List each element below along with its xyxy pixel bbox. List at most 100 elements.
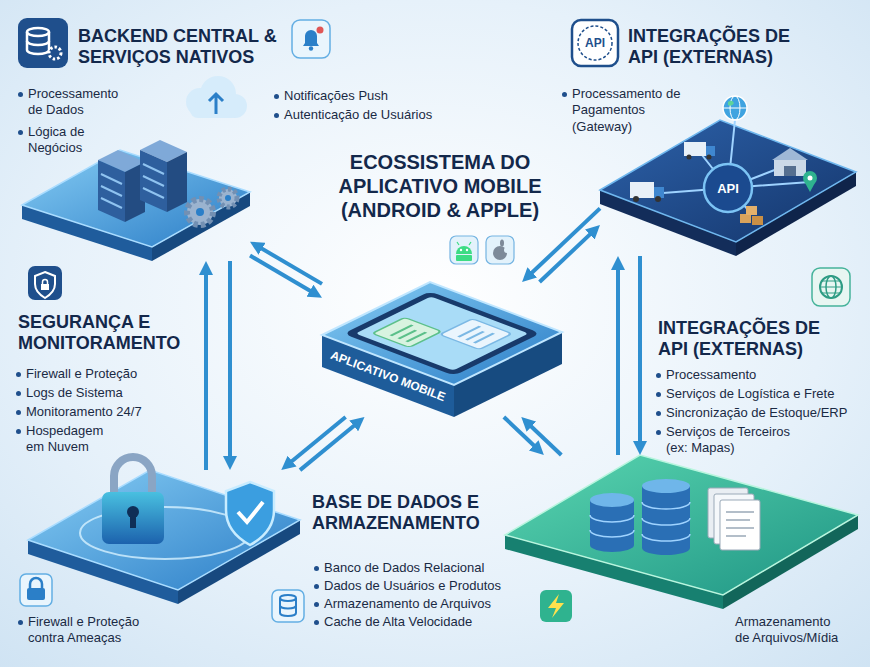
tablet-device bbox=[458, 326, 495, 343]
flow-arrow bbox=[250, 256, 318, 296]
bullet-item: Firewall e Proteção contra Ameaças bbox=[16, 614, 156, 647]
storage-platform-art bbox=[505, 455, 858, 609]
firewall-icon bbox=[27, 588, 45, 600]
storage-platform-art bbox=[642, 486, 690, 555]
backend-platform: BACKEND CENTRAL & SERVIÇOS NATIVOSProces… bbox=[22, 150, 250, 261]
flow-arrow bbox=[638, 256, 642, 450]
security-icon bbox=[41, 284, 49, 290]
backend-platform-art bbox=[98, 160, 125, 222]
backend-platform-art bbox=[143, 164, 164, 198]
api-platform-art bbox=[723, 96, 747, 120]
api-platform-art bbox=[808, 176, 813, 181]
api-icon bbox=[578, 26, 612, 60]
section-heading: BASE DE DADOS E ARMAZENAMENTO bbox=[312, 492, 522, 533]
api-platform-art bbox=[704, 164, 752, 212]
os-icons bbox=[486, 236, 514, 264]
api-platform-art bbox=[633, 196, 639, 202]
security-platform: SEGURANÇA E MONITORAMENTOFirewall e Prot… bbox=[28, 470, 300, 604]
bullet-item: Hospedagem em Nuvem bbox=[14, 423, 119, 456]
api-platform-art bbox=[655, 196, 661, 202]
api-platform-art bbox=[707, 155, 712, 160]
app-platform: APLICATIVO MOBILE bbox=[322, 282, 562, 417]
bell-icon bbox=[309, 46, 313, 50]
backend-icon bbox=[27, 41, 49, 45]
storage-platform-art bbox=[505, 455, 858, 595]
storage-platform-art bbox=[642, 479, 690, 493]
api-platform-art bbox=[684, 142, 706, 156]
backend-platform-art bbox=[187, 199, 213, 225]
api-platform-art bbox=[772, 148, 808, 160]
bullet-item: Cache de Alta Velocidade bbox=[312, 614, 527, 630]
api-platform-art bbox=[740, 214, 751, 223]
app-label: APLICATIVO MOBILE bbox=[329, 348, 448, 404]
security-icon bbox=[35, 272, 55, 298]
os-icons bbox=[457, 242, 471, 245]
bullet-item: Dados de Usuários e Produtos bbox=[312, 578, 527, 594]
bullet-item: Processamento bbox=[654, 367, 858, 383]
globe-icon bbox=[812, 268, 850, 306]
api-platform-art bbox=[600, 96, 856, 256]
api-icon bbox=[572, 20, 618, 66]
section-heading: INTEGRAÇÕES DE API (EXTERNAS) bbox=[628, 26, 818, 67]
security-icon bbox=[28, 266, 62, 300]
bullet-item: Lógica de Negócios bbox=[16, 124, 128, 157]
flow-arrow bbox=[300, 420, 361, 470]
backend-platform-art bbox=[196, 208, 204, 216]
tablet-device bbox=[391, 325, 428, 342]
tablet-device bbox=[372, 317, 441, 347]
globe-icon bbox=[812, 268, 850, 306]
flow-arrow bbox=[616, 261, 620, 455]
bullet-item: Banco de Dados Relacional bbox=[312, 560, 527, 576]
bell-icon bbox=[292, 20, 330, 58]
api-platform-art bbox=[804, 181, 816, 192]
api-platform-art bbox=[774, 160, 806, 176]
storage-platform-art bbox=[590, 500, 634, 552]
lightning-icon bbox=[540, 590, 572, 622]
api-label: API bbox=[585, 36, 605, 50]
firewall-icon bbox=[20, 574, 52, 606]
backend-platform-art bbox=[22, 150, 250, 247]
bell-icon bbox=[292, 20, 330, 58]
api-label: API bbox=[717, 181, 739, 196]
security-platform-art bbox=[114, 457, 152, 494]
api-platform-art bbox=[752, 216, 763, 225]
app-platform-art bbox=[322, 282, 562, 417]
diagram-title: ECOSSISTEMA DO APLICATIVO MOBILE (ANDROI… bbox=[320, 150, 560, 222]
os-icons bbox=[500, 240, 504, 247]
lightning-icon bbox=[540, 590, 572, 622]
storage-caption: Armazenamento de Arquivos/Mídia bbox=[735, 614, 845, 647]
security-platform-art bbox=[102, 492, 164, 544]
bullet-item: Processamento de Pagamentos (Gateway) bbox=[560, 86, 697, 135]
bullet-item: Autenticação de Usuários bbox=[272, 107, 452, 123]
globe-icon bbox=[820, 276, 842, 298]
security-icon bbox=[43, 280, 48, 285]
storage-platform-art bbox=[590, 493, 634, 507]
bullet-item: Serviços de Terceiros (ex: Mapas) bbox=[654, 424, 814, 457]
os-icons bbox=[466, 249, 468, 251]
tablet-device bbox=[440, 319, 512, 350]
cloud-icon bbox=[186, 76, 247, 118]
security-platform-art bbox=[28, 457, 300, 604]
backend-platform-art bbox=[140, 150, 167, 212]
os-icons bbox=[456, 246, 472, 254]
security-platform-art bbox=[28, 470, 300, 590]
firewall-icon bbox=[30, 578, 42, 588]
flow-arrow bbox=[504, 417, 540, 452]
os-icons bbox=[450, 236, 514, 264]
api-icon bbox=[572, 20, 618, 66]
api-platform-art bbox=[630, 182, 654, 198]
api-platform-art bbox=[650, 120, 810, 214]
security-platform-art bbox=[130, 514, 136, 528]
bullet-item: Armazenamento de Arquivos bbox=[312, 596, 527, 612]
backend-icon bbox=[49, 47, 61, 59]
lightning-icon bbox=[548, 594, 564, 618]
section-heading: BACKEND CENTRAL & SERVIÇOS NATIVOS bbox=[78, 26, 283, 67]
storage-platform-art bbox=[590, 515, 634, 537]
os-icons bbox=[450, 236, 478, 264]
flow-arrow bbox=[525, 420, 561, 455]
cloud-icon bbox=[209, 94, 223, 114]
api-platform-art bbox=[784, 166, 796, 176]
flow-arrow bbox=[204, 266, 208, 470]
bullet-item: Serviços de Logística e Frete bbox=[654, 386, 858, 402]
bullet-item: Monitoramento 24/7 bbox=[14, 404, 164, 420]
